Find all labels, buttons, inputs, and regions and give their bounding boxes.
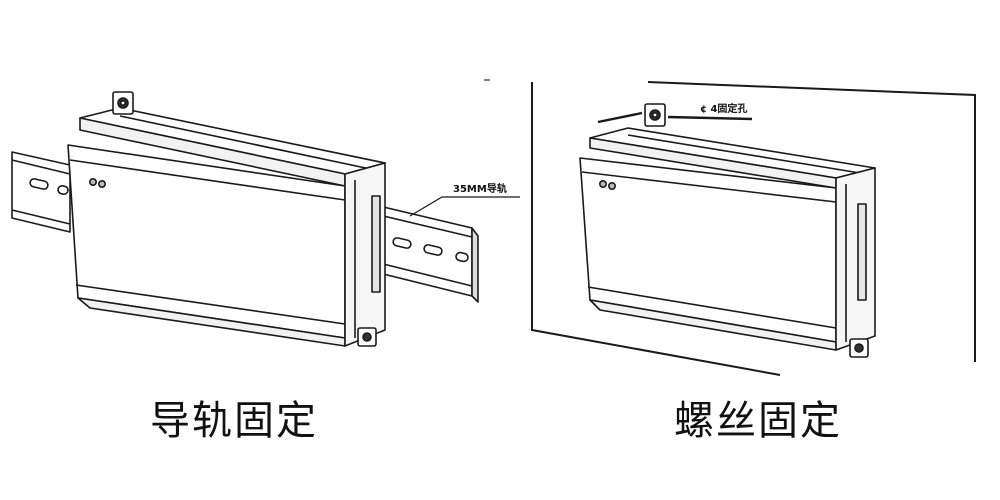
din-rail-right [374,204,479,303]
indicator-leds-left [89,178,107,189]
screw-hole-pointer [597,111,753,124]
din-rail-left [11,151,71,233]
screw-mounting-illustration [579,103,876,358]
callout-line-rail [409,196,520,217]
module-right-side [835,167,876,351]
module-left-side [344,162,386,347]
module-left-front [67,144,346,347]
callout-label-rail: 35MM导轨 [453,182,507,195]
wall-panel [531,81,976,376]
mounting-tab-top-left [112,91,134,115]
module-right-front [579,157,837,351]
din-rail-mounting-illustration [11,91,479,347]
mounting-tab-top-right [644,103,666,127]
mounting-tab-bottom-right [849,338,869,358]
caption-rail-mounting: 导轨固定 [150,398,318,444]
mounting-tab-bottom-left [357,327,377,347]
callout-label-screw-hole: ¢ 4固定孔 [700,102,747,115]
caption-screw-mounting: 螺丝固定 [674,398,842,444]
indicator-leds-right [598,180,616,191]
